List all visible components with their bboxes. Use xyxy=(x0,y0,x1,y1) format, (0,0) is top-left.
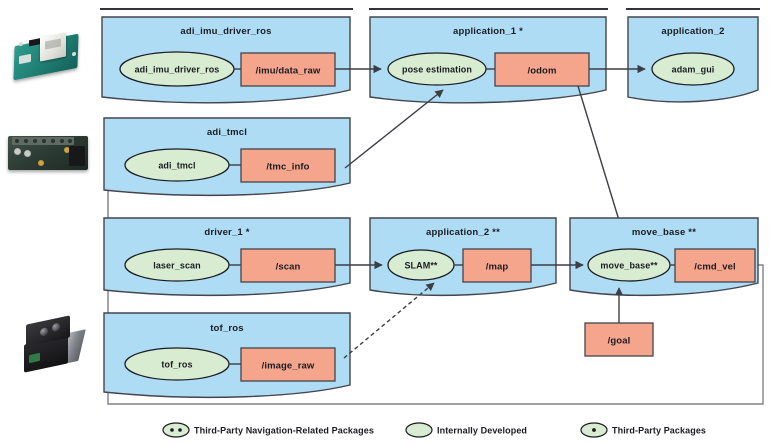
package-title: application_1 * xyxy=(453,26,523,37)
ellipse-double-dot-icon xyxy=(162,422,190,438)
package-title: adi_tmcl xyxy=(207,127,247,138)
tmc-driver-board-photo xyxy=(6,130,92,176)
edge-image-raw-to-slam-dashed xyxy=(343,282,435,359)
node-label: tof_ros xyxy=(161,360,192,370)
package-title: tof_ros xyxy=(210,323,244,334)
node-label: adi_imu_driver_ros xyxy=(135,65,220,75)
package-title: driver_1 * xyxy=(204,227,249,238)
package-title: adi_imu_driver_ros xyxy=(180,26,271,37)
topic-label: /imu/data_raw xyxy=(256,66,321,77)
ellipse-plain-icon xyxy=(405,422,433,438)
package-application-1[interactable]: application_1 * pose estimation /odom xyxy=(369,16,607,104)
legend-item-third-party-nav: Third-Party Navigation-Related Packages xyxy=(162,422,374,438)
edge-tmc-info-to-pose-estimation xyxy=(344,89,444,169)
package-application-2-slam[interactable]: application_2 ** SLAM** /map xyxy=(369,217,557,297)
node-label: laser_scan xyxy=(153,261,201,271)
legend-label: Internally Developed xyxy=(437,426,527,436)
package-tof-ros[interactable]: tof_ros tof_ros /image_raw xyxy=(103,312,351,399)
node-label: pose estimation xyxy=(402,65,472,75)
legend-label: Third-Party Packages xyxy=(612,426,706,436)
topic-label: /map xyxy=(486,262,509,273)
legend: Third-Party Navigation-Related Packages … xyxy=(162,422,706,438)
node-label: adi_tmcl xyxy=(158,161,195,171)
topic-rect[interactable] xyxy=(674,248,756,283)
package-title: application_2 xyxy=(661,26,724,37)
topic-rect[interactable] xyxy=(462,248,532,283)
topic-rect[interactable] xyxy=(240,148,336,183)
topic-goal[interactable]: /goal xyxy=(584,287,654,357)
legend-item-internally-developed: Internally Developed xyxy=(405,422,527,438)
legend-item-third-party: Third-Party Packages xyxy=(580,422,706,438)
topic-label: /tmc_info xyxy=(266,162,309,173)
topic-rect[interactable] xyxy=(584,322,654,357)
legend-label: Third-Party Navigation-Related Packages xyxy=(194,426,374,436)
package-application-2-gui[interactable]: application_2 adam_gui xyxy=(627,16,759,103)
package-title: move_base ** xyxy=(632,227,696,238)
package-title: application_2 ** xyxy=(426,227,500,238)
node-label: move_base** xyxy=(600,261,658,271)
topic-label: /image_raw xyxy=(262,361,315,372)
package-adi-imu-driver-ros[interactable]: adi_imu_driver_ros adi_imu_driver_ros /i… xyxy=(101,16,351,104)
package-move-base[interactable]: move_base ** move_base** /cmd_vel xyxy=(569,217,759,297)
package-adi-tmcl[interactable]: adi_tmcl adi_tmcl /tmc_info xyxy=(103,117,351,197)
topic-label: /goal xyxy=(608,336,631,347)
node-label: adam_gui xyxy=(672,65,715,75)
topic-label: /scan xyxy=(276,262,301,273)
topic-label: /cmd_vel xyxy=(694,262,735,273)
topic-rect[interactable] xyxy=(494,52,590,87)
node-ellipse[interactable] xyxy=(651,52,735,86)
node-label: SLAM** xyxy=(404,261,437,271)
topic-label: /odom xyxy=(528,66,557,77)
package-driver-1[interactable]: driver_1 * laser_scan /scan xyxy=(103,217,351,297)
topic-rect[interactable] xyxy=(240,248,336,283)
